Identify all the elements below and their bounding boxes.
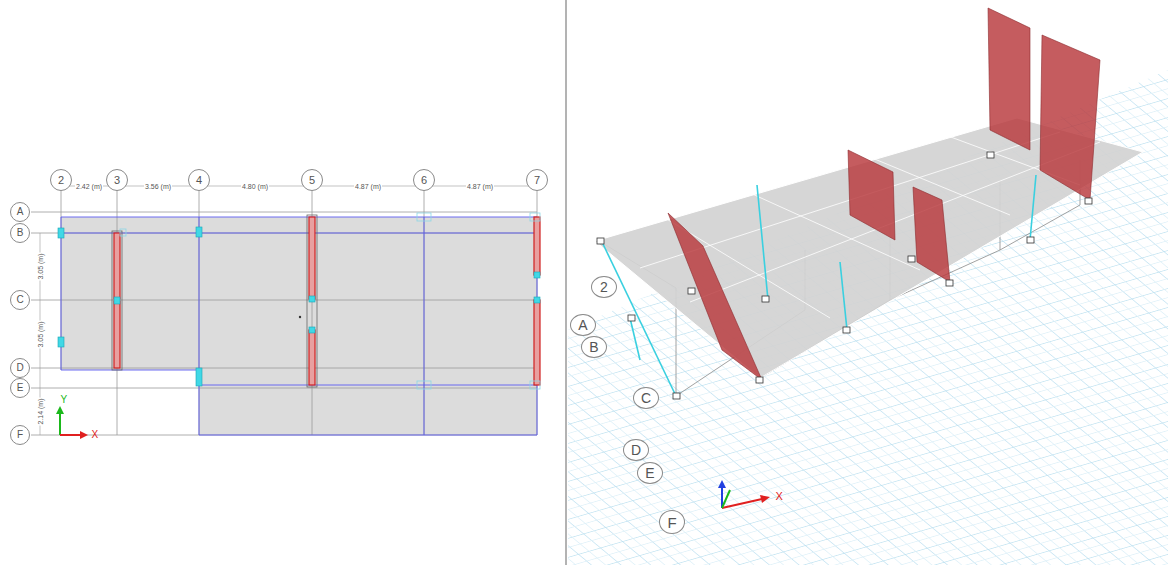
grid-bubble: D — [10, 358, 30, 378]
dimension-label: 3.05 (m) — [37, 252, 44, 280]
y-axis — [59, 412, 61, 435]
dimension-label: 4.87 (m) — [466, 183, 494, 190]
dimension-label: 4.80 (m) — [241, 183, 269, 190]
grid-bubble: C — [633, 387, 659, 409]
axis-label: Y — [61, 395, 68, 405]
grid-label: A — [578, 318, 587, 332]
center-mark — [299, 316, 301, 318]
grid-label: B — [17, 228, 24, 238]
x-arrow — [80, 431, 88, 439]
grid-lines — [31, 191, 537, 435]
z-arrow — [718, 480, 726, 488]
slab-area — [61, 217, 537, 435]
dimension-label: 2.14 (m) — [37, 397, 44, 425]
grid-bubble: 5 — [301, 169, 323, 191]
grid-label: F — [17, 430, 23, 440]
beam-lines — [61, 217, 537, 435]
grid-label: D — [631, 443, 641, 457]
column-symbol — [120, 213, 540, 389]
view-divider — [565, 0, 567, 565]
grid-bubble: B — [581, 336, 607, 358]
grid-bubble: 2 — [50, 169, 72, 191]
grid-label: E — [645, 466, 654, 480]
3d-view — [568, 8, 1168, 565]
grid-bubble: 2 — [591, 276, 617, 298]
grid-bubble: A — [570, 314, 596, 336]
plan-view — [31, 186, 540, 439]
dimension-label: 2.42 (m) — [75, 183, 103, 190]
dimension-label: 3.56 (m) — [144, 183, 172, 190]
dimension-label: 4.87 (m) — [354, 183, 382, 190]
grid-bubble: B — [10, 223, 30, 243]
grid-bubble: A — [10, 202, 30, 222]
grid-label: 4 — [196, 175, 202, 186]
grid-bubble: D — [623, 439, 649, 461]
grid-label: F — [667, 515, 676, 530]
grid-bubble: 3 — [106, 169, 128, 191]
y-arrow — [56, 406, 64, 414]
x-axis — [60, 434, 82, 436]
support-symbol — [597, 152, 1092, 399]
column — [58, 227, 540, 386]
grid-label: 6 — [421, 175, 427, 186]
grid-bubble: 7 — [526, 169, 548, 191]
y-axis — [722, 490, 730, 508]
grid-label: 5 — [309, 175, 315, 186]
grid-label: B — [589, 340, 598, 354]
grid-label: A — [17, 207, 24, 217]
grid-bubble: F — [659, 510, 685, 534]
x-arrow — [760, 495, 770, 503]
wall — [668, 8, 1100, 380]
grid-label: 2 — [58, 175, 64, 186]
grid-bubble: E — [637, 462, 663, 484]
grid-label: C — [641, 391, 651, 405]
grid-bubble: C — [10, 290, 30, 310]
dimension-label: 3.05 (m) — [37, 320, 44, 348]
grid-label: 3 — [114, 175, 120, 186]
axis-label: X — [776, 491, 783, 502]
grid-bubble: F — [10, 425, 30, 445]
grid-label: D — [16, 363, 23, 373]
grid-label: C — [16, 295, 23, 305]
axis-label: X — [92, 430, 99, 440]
grid-label: E — [17, 383, 24, 393]
grid-bubble: 4 — [188, 169, 210, 191]
grid-bubble: E — [10, 378, 30, 398]
grid-label: 2 — [600, 280, 608, 294]
column — [603, 175, 1036, 396]
x-axis — [722, 499, 762, 508]
grid-label: 7 — [534, 175, 540, 186]
grid-bubble: 6 — [413, 169, 435, 191]
wall-outline — [112, 215, 317, 387]
wall — [114, 217, 540, 385]
